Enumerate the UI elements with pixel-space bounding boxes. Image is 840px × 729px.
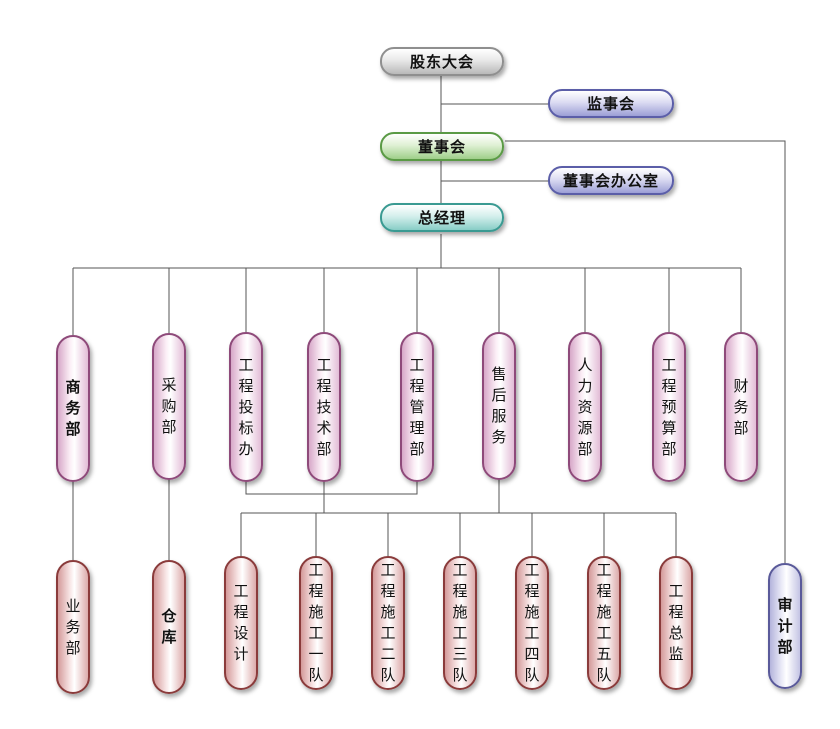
- department-node-2: 采购部: [152, 333, 186, 480]
- connector-board-to-audit: [505, 140, 786, 563]
- sub-unit-node-2: 仓库: [152, 560, 186, 694]
- sub-unit-node-1: 业务部: [56, 560, 90, 694]
- department-node-3: 工程投标办: [229, 332, 263, 482]
- shareholders-node: 股东大会: [380, 47, 504, 76]
- sub-unit-node-5: 工程施工二队: [371, 556, 405, 690]
- sub-unit-node-7: 工程施工四队: [515, 556, 549, 690]
- connector-bids-to-mgmt: [245, 480, 418, 495]
- sub-unit-node-4: 工程施工一队: [299, 556, 333, 690]
- department-node-5: 工程管理部: [400, 332, 434, 482]
- department-node-8: 工程预算部: [652, 332, 686, 482]
- department-node-7: 人力资源部: [568, 332, 602, 482]
- supervisors-node: 监事会: [548, 89, 674, 118]
- sub-unit-node-3: 工程设计: [224, 556, 258, 690]
- general-manager-node: 总经理: [380, 203, 504, 232]
- department-node-1: 商务部: [56, 335, 90, 482]
- department-node-9: 财务部: [724, 332, 758, 482]
- department-node-6: 售后服务: [482, 332, 516, 480]
- board-office-node: 董事会办公室: [548, 166, 674, 195]
- sub-unit-node-8: 工程施工五队: [587, 556, 621, 690]
- sub-unit-node-9: 工程总监: [659, 556, 693, 690]
- department-node-4: 工程技术部: [307, 332, 341, 482]
- sub-unit-node-6: 工程施工三队: [443, 556, 477, 690]
- board-node: 董事会: [380, 132, 504, 161]
- audit-node: 审计部: [768, 563, 802, 689]
